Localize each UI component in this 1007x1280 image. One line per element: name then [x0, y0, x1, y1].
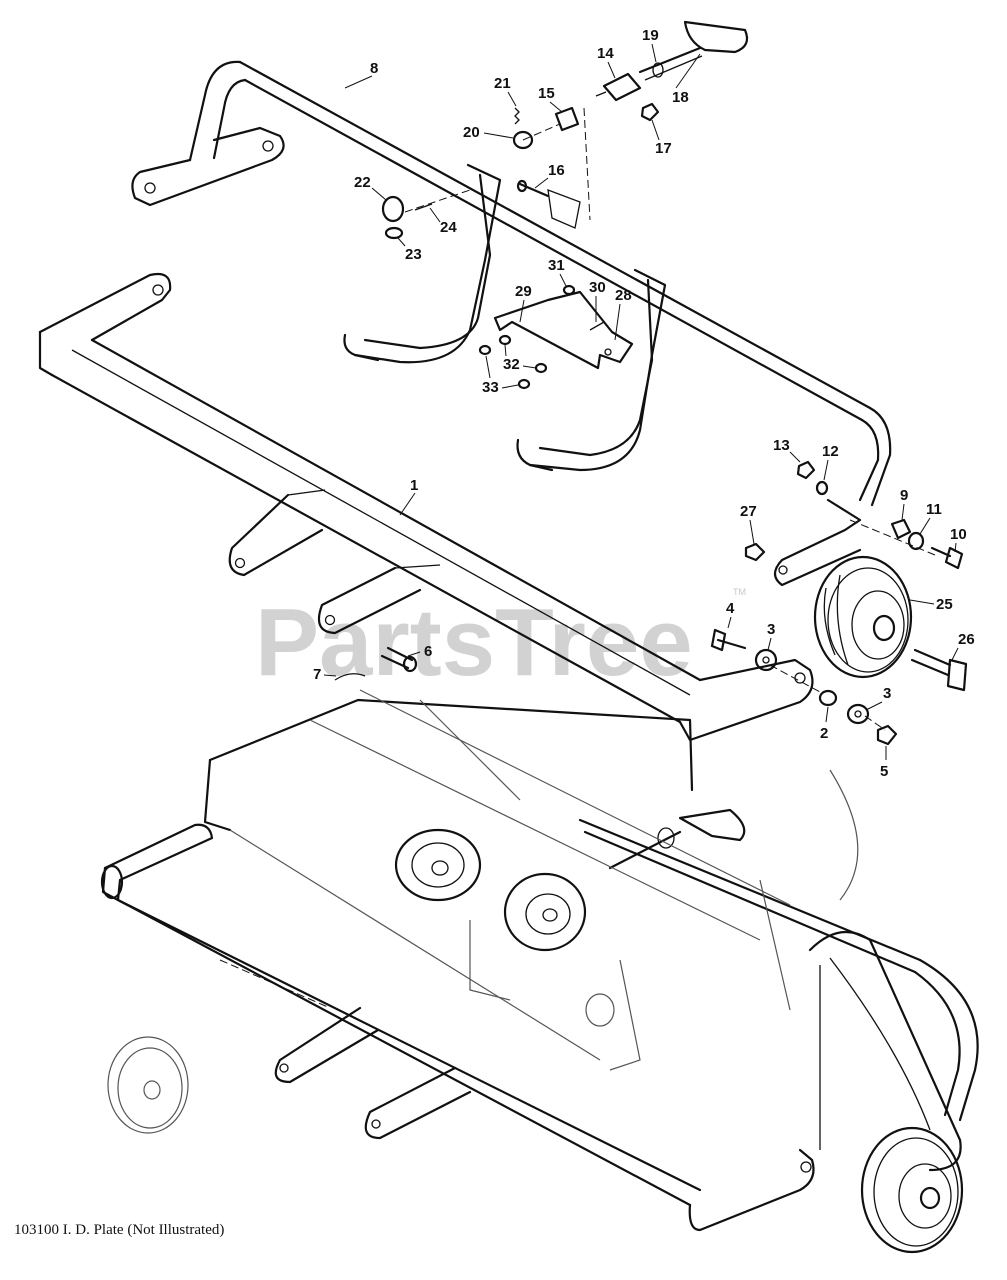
callout-33: 33 [482, 379, 499, 396]
assembly-lines [404, 107, 936, 731]
callout-32: 32 [503, 356, 520, 373]
callout-30: 30 [589, 279, 606, 296]
callout-5: 5 [880, 763, 888, 780]
callout-6: 6 [424, 643, 432, 660]
callout-4: 4 [726, 600, 735, 617]
watermark-tm: TM [733, 587, 746, 597]
callout-1: 1 [410, 477, 418, 494]
callout-20: 20 [463, 124, 480, 141]
callout-8: 8 [370, 60, 378, 77]
callout-26: 26 [958, 631, 975, 648]
callout-3-lower: 3 [883, 685, 891, 702]
callout-18: 18 [672, 89, 689, 106]
callout-22: 22 [354, 174, 371, 191]
id-plate-footnote: 103100 I. D. Plate (Not Illustrated) [14, 1222, 225, 1238]
callout-21: 21 [494, 75, 511, 92]
callout-28: 28 [615, 287, 632, 304]
callout-24: 24 [440, 219, 457, 236]
callout-3-upper: 3 [767, 621, 775, 638]
callout-7: 7 [313, 666, 321, 683]
callout-14: 14 [597, 45, 614, 62]
callout-11: 11 [926, 501, 942, 518]
callout-29: 29 [515, 283, 532, 300]
hitch-frame-part-1 [38, 272, 814, 742]
assembled-view [100, 689, 979, 1254]
callout-16: 16 [548, 162, 565, 179]
callout-25: 25 [936, 596, 953, 613]
callout-13: 13 [773, 437, 790, 454]
callout-15: 15 [538, 85, 555, 102]
callout-19: 19 [642, 27, 659, 44]
hardware-parts [334, 20, 968, 746]
callout-23: 23 [405, 246, 422, 263]
callouts: 1 2 3 3 4 5 6 7 8 9 10 11 12 [313, 27, 975, 780]
callout-10: 10 [950, 526, 967, 543]
callout-2: 2 [820, 725, 828, 742]
wheel-assembly-part-25 [773, 498, 913, 679]
callout-27: 27 [740, 503, 757, 520]
callout-9: 9 [900, 487, 908, 504]
callout-12: 12 [822, 443, 839, 460]
handle-frame-part-8 [131, 60, 892, 507]
callout-17: 17 [655, 140, 672, 157]
callout-31: 31 [548, 257, 565, 274]
